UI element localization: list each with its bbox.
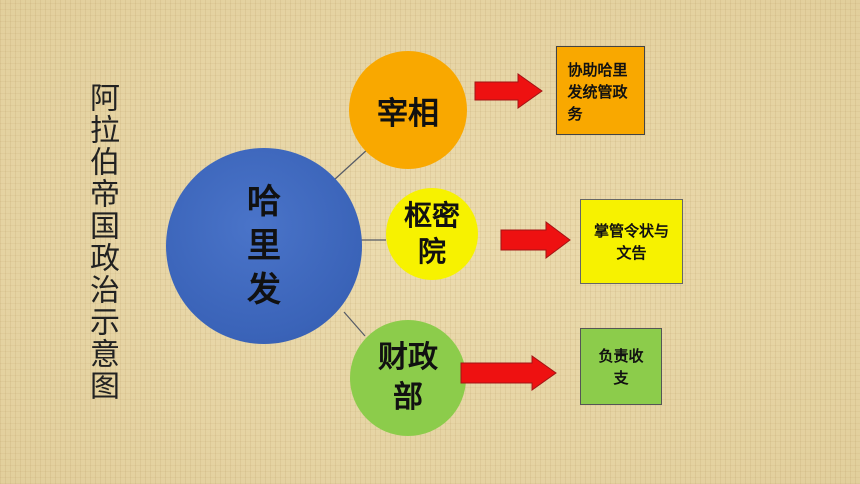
hub-label: 哈里发 bbox=[247, 182, 281, 310]
arrow-right-icon bbox=[460, 355, 557, 391]
branch-label-prime-minister: 宰相 bbox=[377, 95, 439, 132]
branch-node-prime-minister: 宰相 bbox=[349, 51, 467, 169]
connector-hub-to-prime-minister bbox=[333, 148, 369, 181]
branch-label-treasury: 财政部 bbox=[378, 340, 438, 415]
branch-label-privy-council: 枢密院 bbox=[403, 199, 460, 268]
diagram-title: 阿拉伯帝国政治示意图 bbox=[84, 82, 119, 402]
duty-text-prime-minister: 协助哈里发统管政务 bbox=[567, 61, 628, 123]
duty-box-prime-minister: 协助哈里发统管政务 bbox=[556, 46, 645, 135]
hub-node-caliph: 哈里发 bbox=[166, 148, 362, 344]
arrow-right-icon bbox=[474, 73, 543, 109]
duty-box-treasury: 负责收支 bbox=[580, 328, 662, 405]
arrow-right-icon bbox=[500, 221, 571, 259]
branch-node-treasury: 财政部 bbox=[350, 320, 466, 436]
connector-hub-to-treasury bbox=[343, 311, 366, 337]
duty-text-treasury: 负责收支 bbox=[598, 346, 644, 387]
duty-text-privy-council: 掌管令状与文告 bbox=[593, 221, 669, 262]
branch-node-privy-council: 枢密院 bbox=[386, 188, 478, 280]
duty-box-privy-council: 掌管令状与文告 bbox=[580, 199, 683, 284]
